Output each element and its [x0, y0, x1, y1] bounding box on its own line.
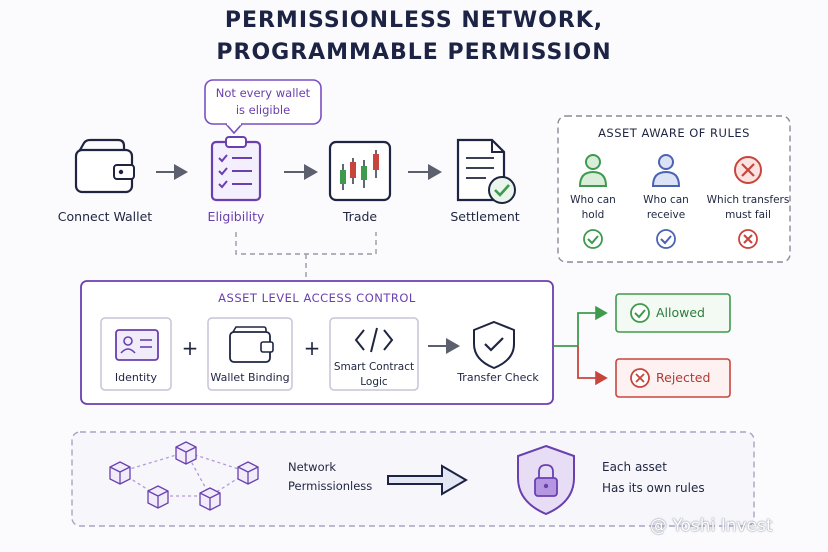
shield-lock-icon [517, 444, 575, 516]
shield-check-icon [473, 320, 515, 370]
plus-sign: + [181, 336, 199, 360]
candlestick-chart-icon [328, 140, 392, 202]
page-title-line-2: PROGRAMMABLE PERMISSION [216, 40, 612, 65]
network-line-2: Permissionless [288, 479, 373, 493]
smart-contract-line-1: Smart Contract [333, 361, 415, 373]
document-check-icon [456, 138, 516, 204]
allowed-box [615, 293, 731, 333]
rejected-label: Rejected [656, 370, 711, 385]
x-circle-icon-red [734, 156, 762, 184]
plus-sign: + [303, 336, 321, 360]
rule-receive-line-2: receive [646, 209, 686, 221]
check-circle-icon-blue [656, 229, 676, 249]
connect-wallet-label: Connect Wallet [57, 209, 153, 224]
wallet-binding-label: Wallet Binding [210, 371, 290, 384]
smart-contract-tile [329, 317, 419, 391]
check-circle-icon-green [583, 229, 603, 249]
rule-hold-line-2: hold [581, 209, 605, 221]
eligibility-label: Eligibility [207, 209, 265, 224]
big-arrow-icon [387, 464, 468, 496]
callout-line-1: Not every wallet [215, 86, 311, 100]
page-title-line-1: PERMISSIONLESS NETWORK, [224, 8, 604, 33]
smart-contract-line-2: Logic [360, 376, 388, 388]
check-circle-icon [630, 303, 650, 323]
eligibility-trade-bracket [235, 232, 377, 255]
wallet-icon [74, 138, 135, 194]
rule-receive-line-1: Who can [643, 194, 689, 206]
allowed-branch-arrow [554, 305, 608, 347]
rules-panel-title: ASSET AWARE OF RULES [598, 126, 750, 140]
access-control-title: ASSET LEVEL ACCESS CONTROL [218, 291, 416, 305]
person-icon-blue [651, 154, 681, 187]
rule-hold-line-1: Who can [570, 194, 616, 206]
rules-panel-box [557, 115, 791, 263]
network-line-1: Network [288, 460, 337, 474]
access-control-box [80, 280, 554, 405]
transfer-check-label: Transfer Check [457, 371, 539, 384]
person-icon-green [578, 154, 608, 187]
allowed-label: Allowed [656, 305, 705, 320]
identity-label: Identity [114, 371, 158, 384]
wallet-binding-icon [229, 326, 274, 363]
rejected-branch-arrow [577, 346, 608, 386]
x-circle-icon-red-small [738, 229, 758, 249]
network-cubes-icon [109, 441, 259, 511]
rule-fail-line-2: must fail [725, 209, 771, 221]
trade-label: Trade [342, 209, 378, 224]
watermark: @ Yoshi Invest [650, 516, 773, 536]
rejected-box [615, 358, 731, 398]
asset-rules-line-1: Each asset [602, 460, 667, 474]
callout-line-2: is eligible [235, 103, 291, 117]
x-circle-icon [630, 368, 650, 388]
rule-fail-line-1: Which transfers [706, 194, 790, 206]
code-brackets-icon [354, 327, 394, 353]
asset-rules-line-2: Has its own rules [602, 481, 705, 495]
callout-bubble [204, 79, 322, 135]
clipboard-checklist-icon [210, 136, 262, 202]
settlement-label: Settlement [450, 209, 520, 224]
id-card-icon [115, 329, 159, 361]
